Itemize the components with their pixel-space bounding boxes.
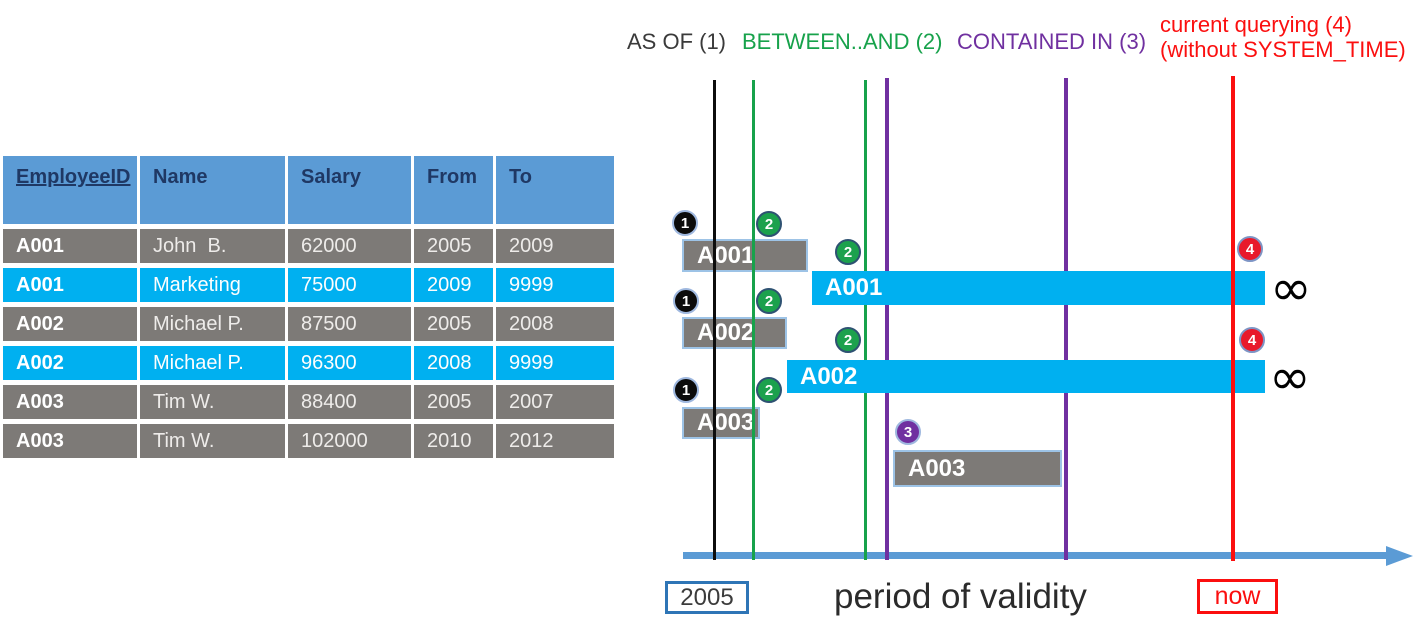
infinity-icon: ∞ xyxy=(1270,259,1312,317)
table-cell: 62000 xyxy=(288,229,411,263)
table-cell: A003 xyxy=(3,424,137,458)
table-cell: 2005 xyxy=(414,307,493,341)
table-cell: 2010 xyxy=(414,424,493,458)
table-cell: 102000 xyxy=(288,424,411,458)
table-cell: 2005 xyxy=(414,385,493,419)
table-cell: Tim W. xyxy=(140,424,285,458)
table-cell: 2008 xyxy=(496,307,614,341)
table-cell: A001 xyxy=(3,268,137,302)
as-of-line xyxy=(713,80,716,560)
validity-bar-a001: A001 xyxy=(812,271,1265,305)
now-line xyxy=(1231,76,1235,561)
table-cell: John B. xyxy=(140,229,285,263)
between-end-line xyxy=(864,80,867,560)
marker-badge-2: 2 xyxy=(756,377,782,403)
validity-bar-a002: A002 xyxy=(787,360,1265,393)
table-cell: Marketing xyxy=(140,268,285,302)
marker-badge-1: 1 xyxy=(673,377,699,403)
axis-title: period of validity xyxy=(834,577,1087,616)
marker-badge-2: 2 xyxy=(756,211,782,237)
validity-bar-a002: A002 xyxy=(682,317,787,349)
contained-end-line xyxy=(1064,78,1068,560)
table-cell: Tim W. xyxy=(140,385,285,419)
table-cell: 2008 xyxy=(414,346,493,380)
table-cell: 88400 xyxy=(288,385,411,419)
column-header-salary: Salary xyxy=(288,156,411,224)
marker-badge-1: 1 xyxy=(672,210,698,236)
table-cell: 2007 xyxy=(496,385,614,419)
table-cell: 96300 xyxy=(288,346,411,380)
contained-start-line xyxy=(885,78,889,560)
axis-now-box: now xyxy=(1197,579,1278,614)
marker-badge-2: 2 xyxy=(756,288,782,314)
validity-bar-a003: A003 xyxy=(893,450,1062,487)
table-cell: 2012 xyxy=(496,424,614,458)
validity-bar-a001: A001 xyxy=(682,239,808,272)
axis-start-year-label: 2005 xyxy=(680,583,734,611)
legend-between-and: BETWEEN..AND (2) xyxy=(742,29,943,54)
column-header-employeeid: EmployeeID xyxy=(3,156,137,224)
table-cell: A002 xyxy=(3,346,137,380)
legend-contained-in: CONTAINED IN (3) xyxy=(957,29,1147,54)
column-header-from: From xyxy=(414,156,493,224)
legend-current-querying: current querying (4) (without SYSTEM_TIM… xyxy=(1160,12,1406,62)
marker-badge-4: 4 xyxy=(1237,236,1263,262)
marker-badge-2: 2 xyxy=(835,239,861,265)
table-cell: 75000 xyxy=(288,268,411,302)
table-cell: 9999 xyxy=(496,346,614,380)
table-cell: A002 xyxy=(3,307,137,341)
table-cell: 9999 xyxy=(496,268,614,302)
table-cell: Michael P. xyxy=(140,307,285,341)
legend-as-of: AS OF (1) xyxy=(627,29,727,54)
marker-badge-3: 3 xyxy=(895,419,921,445)
between-start-line xyxy=(752,80,755,560)
time-axis-arrowhead-icon xyxy=(1386,546,1413,566)
validity-bar-a003: A003 xyxy=(682,407,760,439)
axis-now-label: now xyxy=(1214,582,1261,610)
legend-current-querying-line2: (without SYSTEM_TIME) xyxy=(1160,37,1406,62)
table-cell: 2005 xyxy=(414,229,493,263)
table-cell: A001 xyxy=(3,229,137,263)
time-axis xyxy=(683,552,1389,559)
marker-badge-2: 2 xyxy=(835,327,861,353)
table-cell: Michael P. xyxy=(140,346,285,380)
table-cell: 2009 xyxy=(414,268,493,302)
legend-current-querying-line1: current querying (4) xyxy=(1160,12,1352,37)
column-header-to: To xyxy=(496,156,614,224)
table-cell: 87500 xyxy=(288,307,411,341)
infinity-icon: ∞ xyxy=(1269,348,1311,406)
axis-start-year-box: 2005 xyxy=(665,581,749,614)
marker-badge-4: 4 xyxy=(1239,327,1265,353)
table-cell: 2009 xyxy=(496,229,614,263)
table-cell: A003 xyxy=(3,385,137,419)
column-header-name: Name xyxy=(140,156,285,224)
marker-badge-1: 1 xyxy=(673,288,699,314)
